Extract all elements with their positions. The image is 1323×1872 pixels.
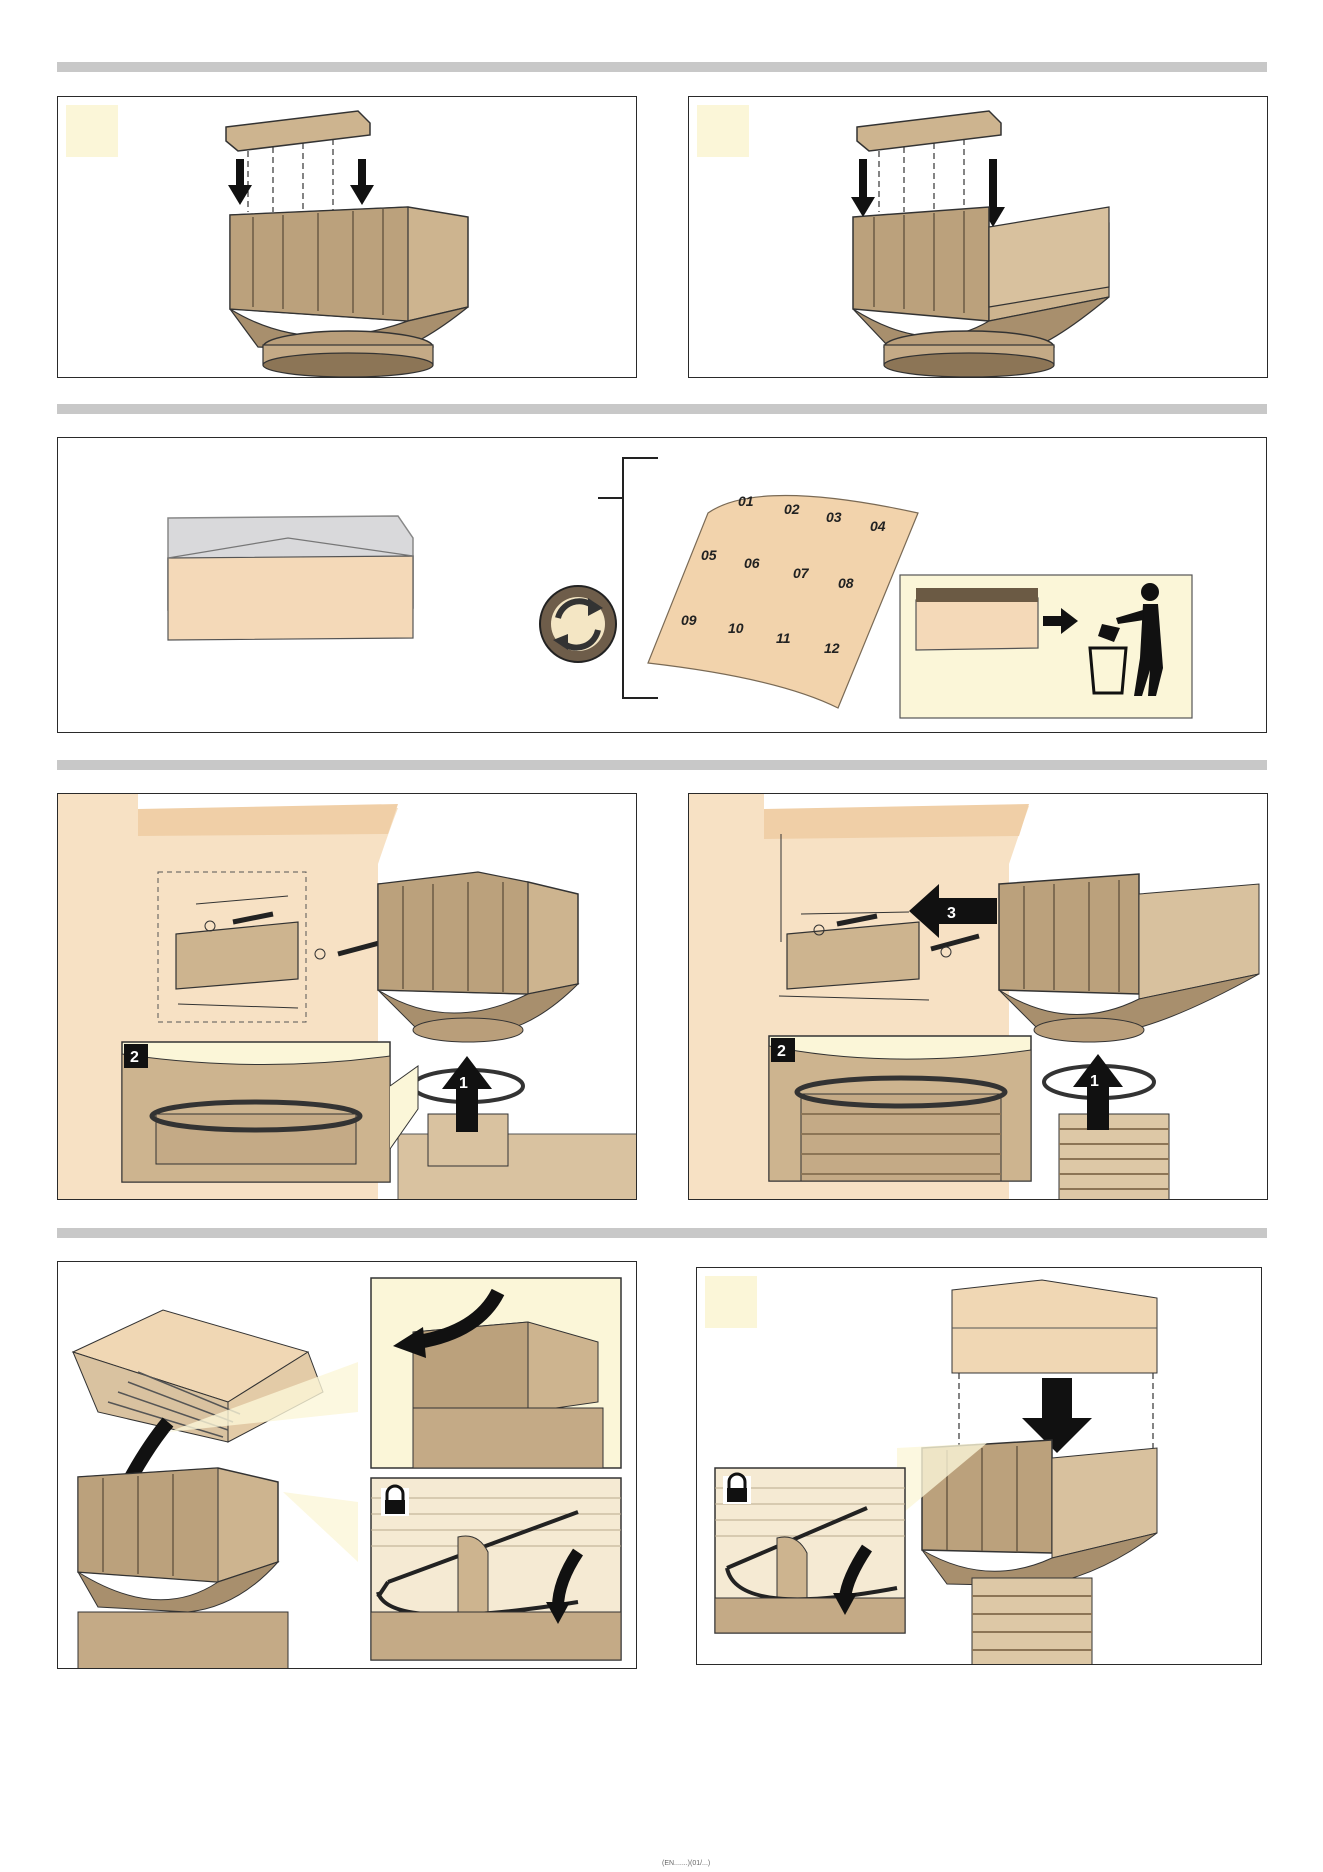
recycle-icon	[540, 586, 616, 662]
step-number: 1	[459, 1075, 468, 1092]
panel-clip-wide-housing	[688, 96, 1268, 378]
calendar-month: 02	[784, 501, 800, 517]
lock-icon	[723, 1474, 751, 1504]
footer-code: (EN.......)(01/...)	[662, 1860, 710, 1867]
calendar-month: 06	[744, 555, 760, 571]
calendar-month: 03	[826, 509, 842, 525]
panel-insert-filter-wide	[696, 1267, 1262, 1665]
section-divider-2	[57, 404, 1267, 414]
panel-mount-square: 1 2	[57, 793, 637, 1200]
illustration-clip-square	[58, 97, 637, 378]
step-tag	[697, 105, 749, 157]
step-number: 3	[947, 905, 956, 922]
illustration-insert-filter-square	[58, 1262, 637, 1669]
lock-icon	[381, 1486, 409, 1516]
calendar-month: 04	[870, 518, 886, 534]
illustration-mount-wide: 3 1 2	[689, 794, 1268, 1200]
arrow-down-icon	[350, 159, 374, 205]
calendar-month: 11	[776, 630, 791, 646]
illustration-clip-wide	[689, 97, 1268, 378]
step-tag	[705, 1276, 757, 1328]
calendar-month: 05	[701, 547, 717, 563]
panel-filter-replacement: 01 02 03 04 05 06 07 08 09 10 11 12	[57, 437, 1267, 733]
step-number: 1	[1090, 1073, 1099, 1090]
step-number: 2	[130, 1049, 139, 1066]
calendar-month: 07	[793, 565, 810, 581]
illustration-filter-replacement: 01 02 03 04 05 06 07 08 09 10 11 12	[58, 438, 1267, 733]
calendar-month: 10	[728, 620, 744, 636]
step-tag	[66, 105, 118, 157]
calendar-month: 08	[838, 575, 854, 591]
illustration-mount-square: 1 2	[58, 794, 637, 1200]
calendar-month: 09	[681, 612, 697, 628]
panel-insert-filter-square	[57, 1261, 637, 1669]
section-divider-3	[57, 760, 1267, 770]
section-divider-4	[57, 1228, 1267, 1238]
panel-mount-wide: 3 1 2	[688, 793, 1268, 1200]
panel-clip-square-housing	[57, 96, 637, 378]
arrow-down-icon	[851, 159, 875, 217]
section-divider-1	[57, 62, 1267, 72]
calendar-month: 01	[738, 493, 754, 509]
step-number: 2	[777, 1043, 786, 1060]
illustration-insert-filter-wide	[697, 1268, 1262, 1665]
calendar-month: 12	[824, 640, 840, 656]
